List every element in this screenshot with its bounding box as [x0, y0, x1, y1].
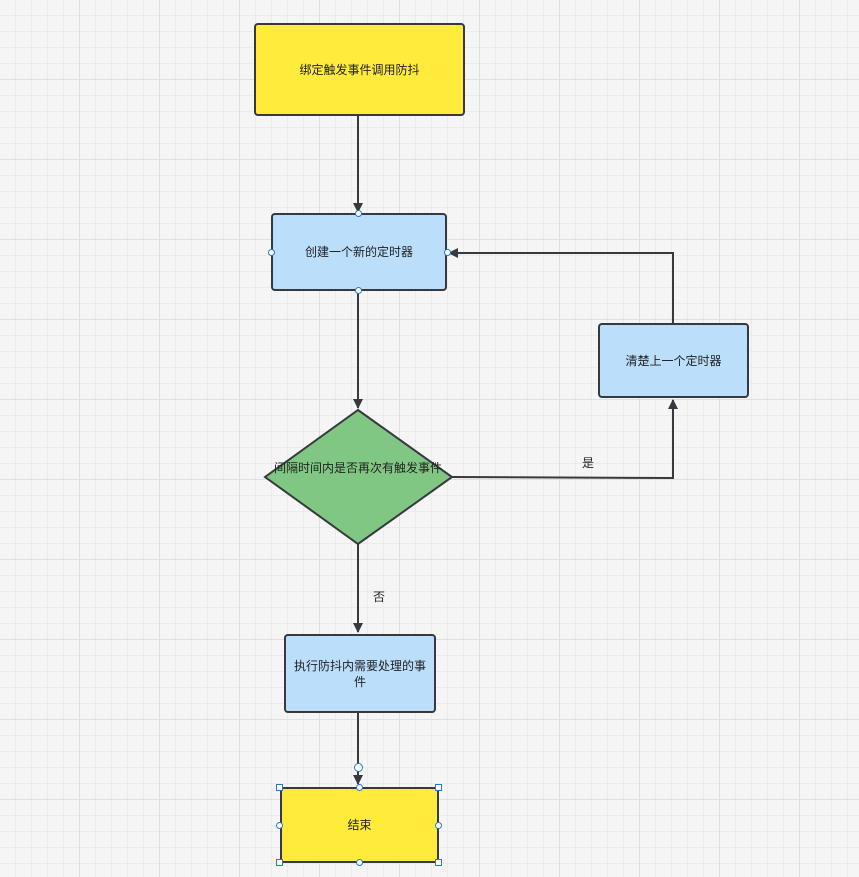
end-port-top[interactable] [356, 784, 363, 791]
end-label: 结束 [347, 818, 372, 832]
start-node-label: 绑定触发事件调用防抖 [299, 62, 420, 77]
execute-node[interactable]: 执行防抖内需要处理的事件 [284, 634, 436, 713]
decision-diamond[interactable] [263, 408, 454, 546]
end-port-left[interactable] [276, 822, 283, 829]
edge-clear-to-create[interactable] [448, 248, 674, 323]
clear-timer-node[interactable]: 清楚上一个定时器 [598, 323, 749, 398]
decision-label: 间隔时间内是否再次有触发事件 [273, 461, 442, 475]
clear-timer-label: 清楚上一个定时器 [625, 353, 722, 368]
no-label: 否 [373, 590, 386, 604]
create-timer-port-top[interactable] [355, 210, 362, 217]
end-port-bottom[interactable] [356, 859, 363, 866]
create-timer-label: 创建一个新的定时器 [304, 245, 413, 259]
end-node[interactable]: 结束 [280, 787, 439, 863]
execute-label: 执行防抖内需要处理的事件 [294, 658, 427, 689]
edge-endpoint-handle[interactable] [354, 763, 363, 772]
resize-handle-bottom-right[interactable] [435, 859, 442, 866]
create-timer-port-right[interactable] [444, 249, 451, 256]
create-timer-port-left[interactable] [268, 249, 275, 256]
end-port-right[interactable] [435, 822, 442, 829]
start-node[interactable]: 绑定触发事件调用防抖 [254, 23, 465, 116]
resize-handle-top-right[interactable] [435, 784, 442, 791]
create-timer-port-bottom[interactable] [355, 287, 362, 294]
edge-decision-yes-to-clear[interactable] [451, 399, 678, 480]
resize-handle-top-left[interactable] [276, 784, 283, 791]
yes-label: 是 [582, 456, 595, 470]
resize-handle-bottom-left[interactable] [276, 859, 283, 866]
create-timer-node[interactable]: 创建一个新的定时器 [271, 213, 447, 291]
